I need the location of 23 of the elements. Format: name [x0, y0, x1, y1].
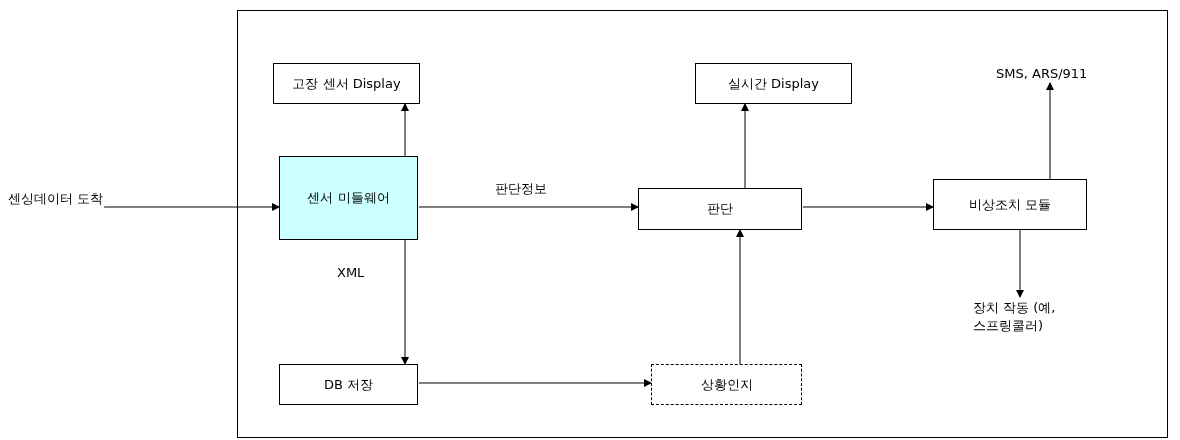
process-box: 판단 — [638, 188, 802, 230]
process-box: 상황인지 — [651, 364, 802, 405]
arrow — [418, 379, 652, 387]
process-box: DB 저장 — [279, 364, 418, 405]
arrow — [418, 203, 639, 211]
diagram-frame — [237, 10, 1168, 438]
arrow — [1016, 229, 1024, 298]
arrow — [802, 203, 934, 211]
arrow — [401, 239, 409, 365]
text-label: 장치 작동 (예, 스프링쿨러) — [973, 299, 1103, 335]
arrow — [741, 103, 749, 189]
text-label: SMS, ARS/911 — [996, 66, 1088, 81]
process-box: 실시간 Display — [695, 63, 852, 104]
process-box: 고장 센서 Display — [273, 63, 420, 104]
arrow — [103, 203, 280, 211]
process-box: 센서 미들웨어 — [279, 156, 418, 240]
arrow — [401, 103, 409, 157]
edge-label: 판단정보 — [495, 180, 547, 198]
arrow — [736, 229, 744, 365]
arrow — [1046, 82, 1054, 180]
text-label: 센싱데이터 도착 — [8, 190, 104, 208]
process-box: 비상조치 모듈 — [933, 179, 1087, 230]
edge-label: XML — [337, 265, 365, 280]
